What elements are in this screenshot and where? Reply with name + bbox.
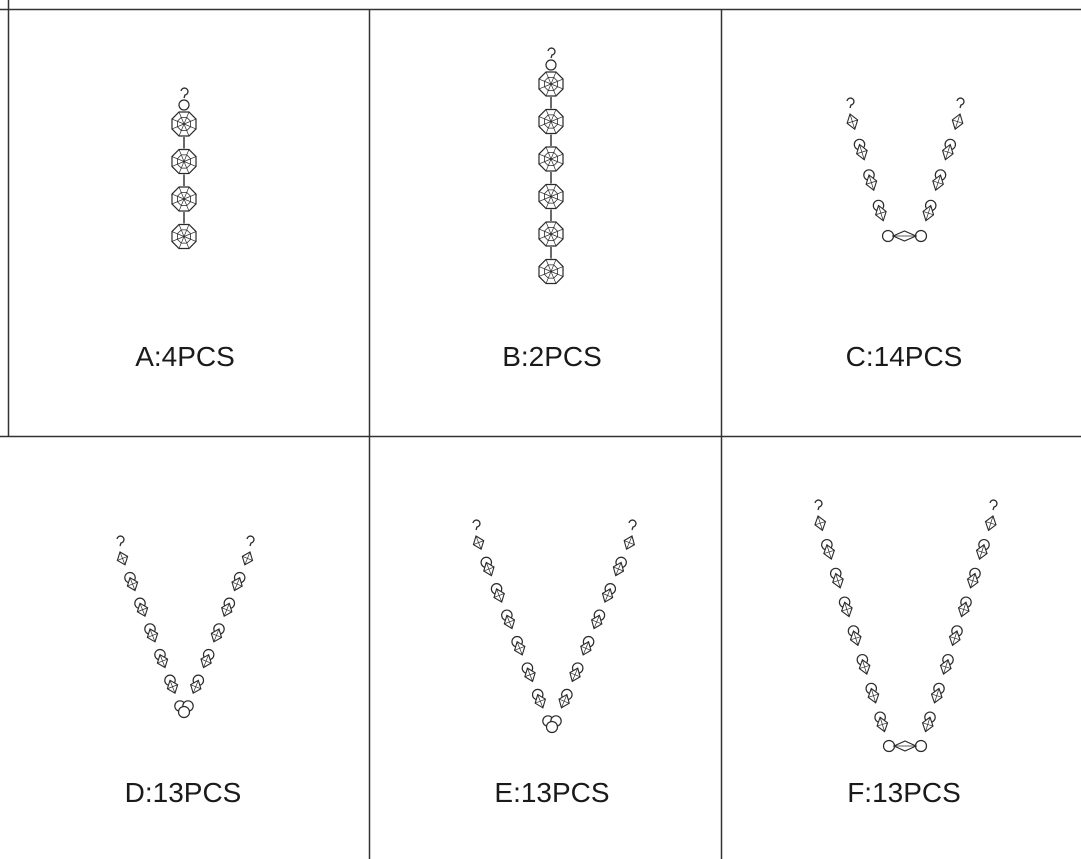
label-f: F:13PCS — [847, 777, 961, 808]
label-a: A:4PCS — [135, 341, 235, 372]
label-e: E:13PCS — [494, 777, 610, 808]
label-b: B:2PCS — [502, 341, 602, 372]
strand-d-drawing — [116, 535, 255, 719]
label-d: D:13PCS — [124, 777, 242, 808]
strand-c-drawing — [846, 97, 965, 243]
strand-f-drawing — [814, 499, 998, 753]
label-c: C:14PCS — [845, 341, 963, 372]
strand-b-drawing — [538, 47, 564, 285]
strand-a-drawing — [171, 87, 197, 250]
strand-e-drawing — [472, 519, 637, 734]
